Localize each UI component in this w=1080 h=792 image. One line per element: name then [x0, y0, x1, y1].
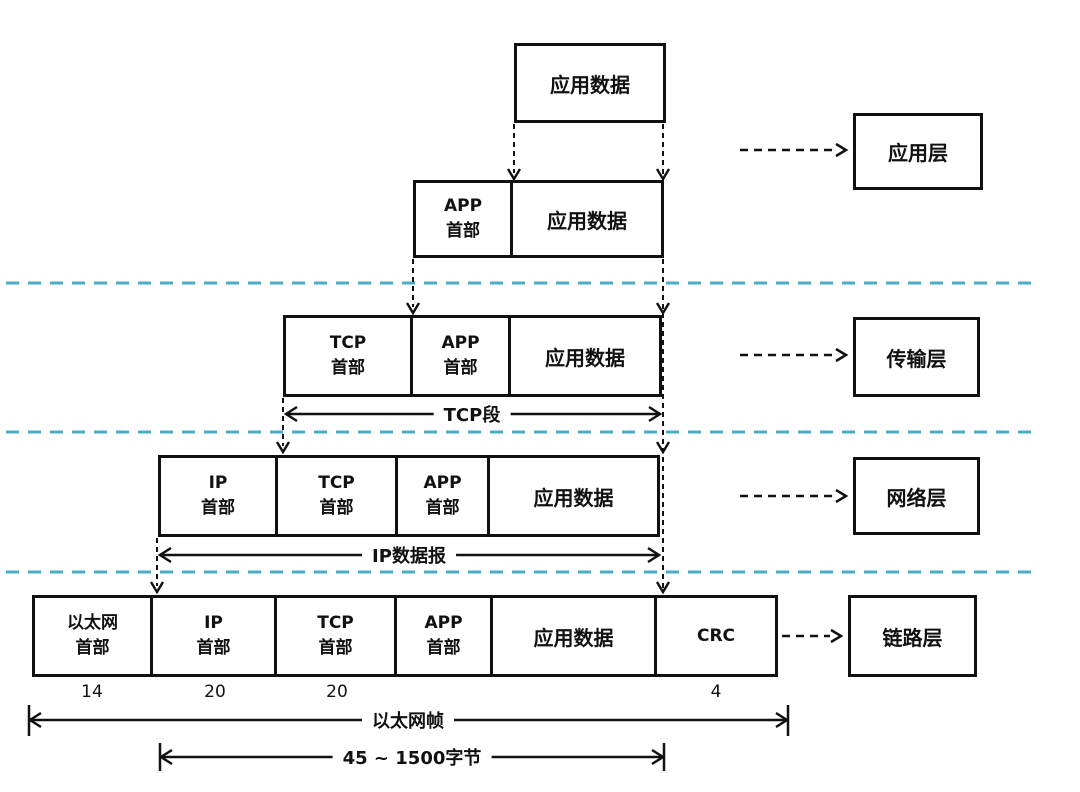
box-crc: CRC	[654, 595, 778, 677]
left-connector-row3-row4	[275, 398, 291, 455]
box-ethernet-header-5: 以太网 首部	[32, 595, 153, 677]
box-ip-header-4: IP 首部	[158, 455, 278, 537]
size-ethernet-header-bytes: 14	[81, 682, 103, 702]
layer-box-transport: 传输层	[853, 317, 980, 397]
row-ethernet-frame: 以太网 首部 IP 首部 TCP 首部 APP 首部 应用数据 CRC	[32, 595, 778, 677]
layer-box-application: 应用层	[853, 113, 983, 190]
box-tcp-header-4: TCP 首部	[275, 455, 398, 537]
box-app-header-4: APP 首部	[395, 455, 490, 537]
row-app-header: APP 首部 应用数据	[413, 180, 664, 258]
network-layer-pointer-arrow	[740, 488, 849, 504]
box-app-data-2: 应用数据	[510, 180, 664, 258]
transport-layer-pointer-arrow	[740, 347, 849, 363]
row-tcp-segment: TCP 首部 APP 首部 应用数据	[283, 315, 662, 397]
application-layer-pointer-arrow	[740, 142, 849, 158]
left-connector-row2-row3	[405, 259, 421, 316]
box-app-header-5: APP 首部	[394, 595, 493, 677]
link-layer-pointer-arrow	[782, 628, 844, 644]
size-tcp-header-bytes: 20	[326, 682, 348, 702]
box-app-header-2: APP 首部	[413, 180, 513, 258]
box-app-data-3: 应用数据	[508, 315, 662, 397]
label-ip-datagram: IP数据报	[362, 542, 456, 568]
box-app-header-3: APP 首部	[410, 315, 511, 397]
box-app-data-5: 应用数据	[490, 595, 657, 677]
row-application: 应用数据	[514, 43, 666, 123]
box-tcp-header-5: TCP 首部	[274, 595, 397, 677]
left-connector-row4-row5	[149, 538, 165, 595]
label-payload-range: 45 ~ 1500字节	[332, 744, 492, 770]
box-tcp-header-3: TCP 首部	[283, 315, 413, 397]
label-tcp-segment: TCP段	[433, 401, 511, 427]
layer-box-link: 链路层	[848, 595, 977, 677]
size-crc-bytes: 4	[710, 682, 722, 702]
layer-box-network: 网络层	[853, 457, 980, 535]
left-connector-row1-row2	[506, 124, 522, 182]
label-ethernet-frame: 以太网帧	[362, 707, 454, 733]
box-app-data-1: 应用数据	[514, 43, 666, 123]
box-app-data-4: 应用数据	[487, 455, 660, 537]
row-ip-datagram: IP 首部 TCP 首部 APP 首部 应用数据	[158, 455, 660, 537]
size-ip-header-bytes: 20	[204, 682, 226, 702]
box-ip-header-5: IP 首部	[150, 595, 277, 677]
